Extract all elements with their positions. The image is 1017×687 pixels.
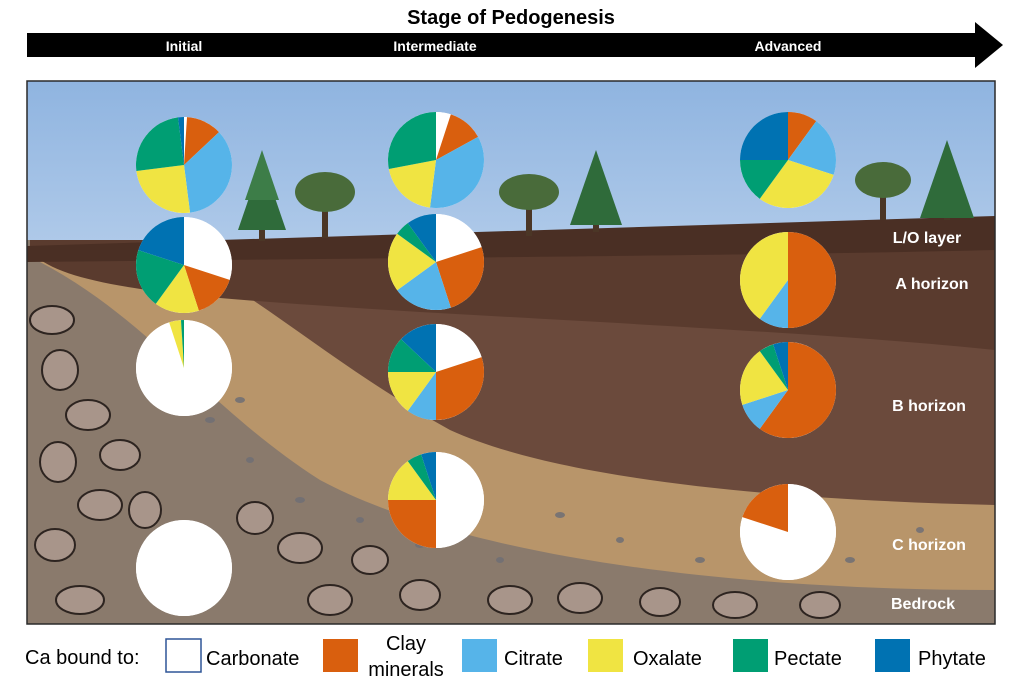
pie-slice-carbonate <box>184 217 232 280</box>
label-a-horizon: A horizon <box>895 276 968 293</box>
stage-arrow <box>27 22 1003 68</box>
pie-chart <box>388 214 485 311</box>
legend-swatch-carbonate <box>165 638 202 673</box>
label-c-horizon: C horizon <box>892 537 966 554</box>
stage-label-intermediate: Intermediate <box>393 38 476 54</box>
bedrock-stones <box>29 305 841 619</box>
pie-slice-citrate <box>407 372 436 420</box>
pie-slice-pectate <box>180 320 184 368</box>
pie-slice-oxalate <box>740 351 788 405</box>
legend-swatch-clay-minerals <box>323 639 358 672</box>
pie-slice-citrate <box>742 390 788 429</box>
pie-slice-pectate <box>388 112 436 169</box>
stage-label-advanced: Advanced <box>755 38 822 54</box>
pie-slice-phytate <box>177 117 184 165</box>
pie-chart <box>388 452 484 548</box>
conifer-tree <box>570 150 622 232</box>
conifer-tree <box>920 140 974 220</box>
pie-slice-oxalate <box>388 372 436 411</box>
pie-slice-clay-minerals <box>788 112 817 160</box>
pie-slice-pectate <box>759 344 788 390</box>
pie-chart <box>136 217 232 313</box>
deciduous-tree <box>295 172 355 238</box>
legend-swatch-pectate <box>733 639 768 672</box>
pie-chart <box>740 484 836 581</box>
pie-chart <box>136 117 233 213</box>
pie-slice-phytate <box>421 452 436 500</box>
pie-slice-clay-minerals <box>184 265 230 311</box>
pie-slice-citrate <box>429 136 484 208</box>
legend-label-oxalate: Oxalate <box>633 648 702 670</box>
pie-slice-phytate <box>138 217 184 265</box>
pie-slice-citrate <box>184 132 233 213</box>
pie-slice-carbonate <box>436 112 451 160</box>
pie-slice-carbonate <box>135 320 232 416</box>
legend-swatch-oxalate <box>588 639 623 672</box>
label-bedrock: Bedrock <box>891 596 955 613</box>
pie-slice-clay-minerals <box>759 342 837 439</box>
pie-slice-citrate <box>759 280 788 328</box>
pie-slice-carbonate <box>436 214 482 262</box>
deciduous-tree <box>855 162 911 220</box>
pie-slice-oxalate <box>759 160 834 208</box>
pie-chart <box>135 320 232 416</box>
pie-slice-oxalate <box>388 160 436 208</box>
pie-slice-phytate <box>401 324 436 372</box>
legend-label-citrate: Citrate <box>504 648 563 670</box>
label-lo-layer: L/O layer <box>893 230 961 247</box>
pie-slice-phytate <box>740 112 788 160</box>
diagram-frame <box>26 80 996 625</box>
legend-label-pectate: Pectate <box>774 648 842 670</box>
pie-slice-pectate <box>136 117 184 172</box>
pie-slice-pectate <box>388 339 436 372</box>
legend-label-phytate: Phytate <box>918 648 986 670</box>
pie-slice-oxalate <box>388 233 436 291</box>
pie-chart <box>740 342 837 439</box>
legend-label-carbonate: Carbonate <box>206 648 299 670</box>
pie-chart <box>388 324 485 420</box>
pie-slice-clay-minerals <box>436 114 479 160</box>
pie-slice-citrate <box>397 262 451 311</box>
pie-slice-oxalate <box>169 320 184 368</box>
pie-slice-citrate <box>788 121 837 175</box>
pie-charts <box>135 112 837 616</box>
pie-slice-pectate <box>740 160 788 199</box>
pie-slice-oxalate <box>136 165 191 213</box>
pie-slice-clay-minerals <box>742 484 788 532</box>
conifer-tree <box>238 150 286 241</box>
pie-slice-clay-minerals <box>388 500 436 548</box>
pie-slice-phytate <box>773 342 788 390</box>
pie-slice-carbonate <box>436 452 484 548</box>
pie-slice-clay-minerals <box>184 117 219 165</box>
deciduous-tree <box>499 174 559 236</box>
pie-chart <box>388 112 484 208</box>
legend-swatch-citrate <box>462 639 497 672</box>
pie-chart <box>136 520 232 616</box>
pie-slice-carbonate <box>184 117 188 165</box>
pie-slice-oxalate <box>740 232 788 319</box>
pie-slice-pectate <box>397 223 436 262</box>
pie-slice-oxalate <box>155 265 199 313</box>
pie-slice-pectate <box>407 454 436 500</box>
pie-slice-oxalate <box>388 461 436 500</box>
pie-slice-clay-minerals <box>788 232 836 328</box>
pie-chart <box>740 232 836 328</box>
pie-slice-clay-minerals <box>436 357 485 420</box>
pie-slice-carbonate <box>136 520 232 616</box>
legend-prefix: Ca bound to: <box>25 647 140 669</box>
diagram-title: Stage of Pedogenesis <box>407 7 615 29</box>
label-b-horizon: B horizon <box>892 398 966 415</box>
legend-swatch-phytate <box>875 639 910 672</box>
pie-chart <box>740 112 837 208</box>
pie-slice-pectate <box>136 250 184 304</box>
pie-slice-carbonate <box>436 324 482 372</box>
pie-slice-phytate <box>407 214 436 262</box>
stage-label-initial: Initial <box>166 38 203 54</box>
pie-slice-clay-minerals <box>436 247 485 308</box>
